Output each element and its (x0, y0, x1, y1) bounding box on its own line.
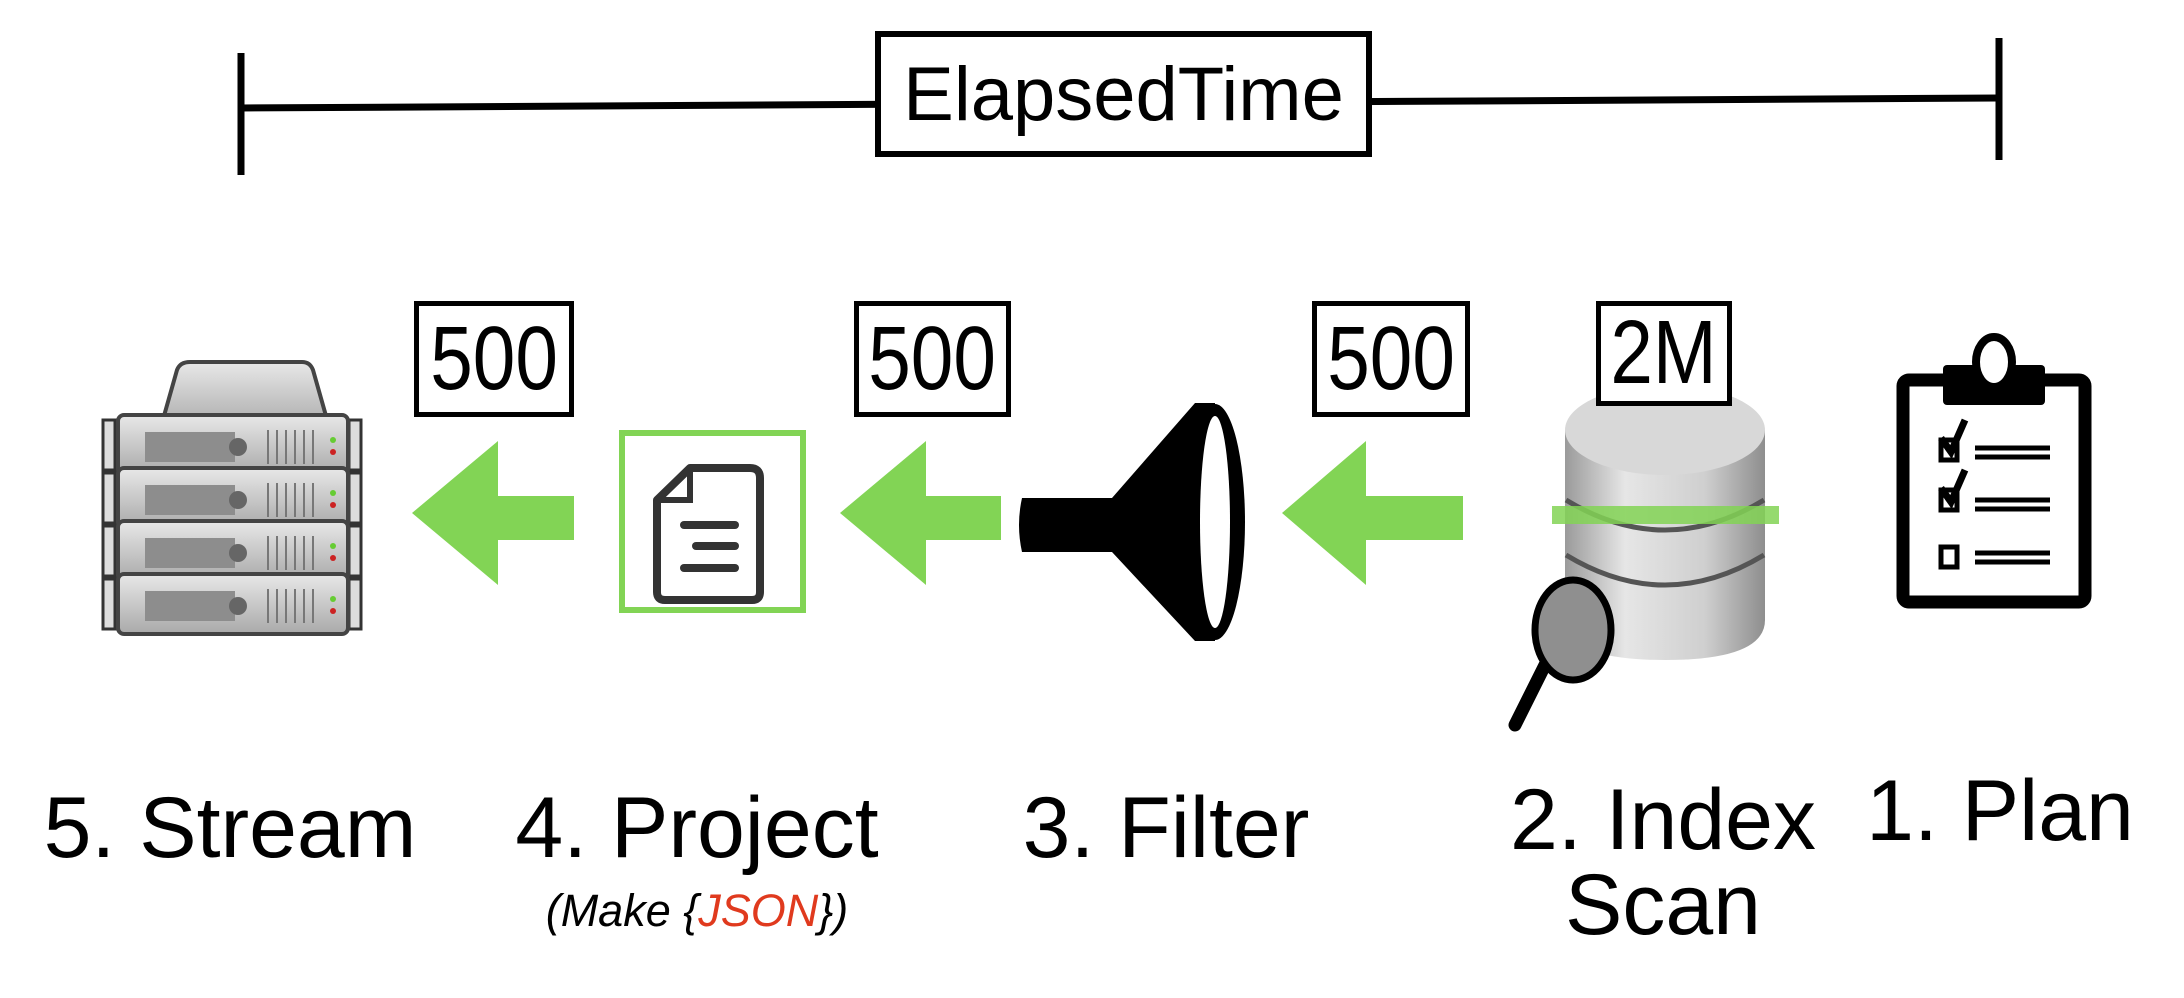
stage-label-project: 4. Project (515, 780, 879, 876)
row-count-index-scan: 2M (1596, 301, 1732, 406)
elapsed-time-label: ElapsedTime (875, 31, 1372, 157)
funnel-icon (1019, 403, 1245, 641)
stage-label-stream: 5. Stream (43, 780, 417, 876)
stage-label-index-line2: Scan (1564, 857, 1762, 953)
server-rack-icon (101, 360, 363, 636)
stage-label-plan: 1. Plan (1866, 763, 2134, 859)
row-count-project: 500 (854, 301, 1011, 417)
stage-label-index-line1: 2. Index (1510, 772, 1816, 868)
clipboard-checklist-icon (1896, 333, 2092, 609)
arrow-left-icon (412, 441, 574, 585)
stage-label-filter: 3. Filter (1022, 780, 1310, 876)
database-search-icon (1508, 385, 1779, 732)
row-count-filter: 500 (1312, 301, 1470, 417)
row-count-stream: 500 (414, 301, 574, 417)
document-icon (619, 430, 806, 613)
stage-sublabel-project: (Make {JSON}) (545, 885, 849, 936)
arrow-left-icon (1282, 441, 1463, 585)
arrow-left-icon (840, 441, 1001, 585)
